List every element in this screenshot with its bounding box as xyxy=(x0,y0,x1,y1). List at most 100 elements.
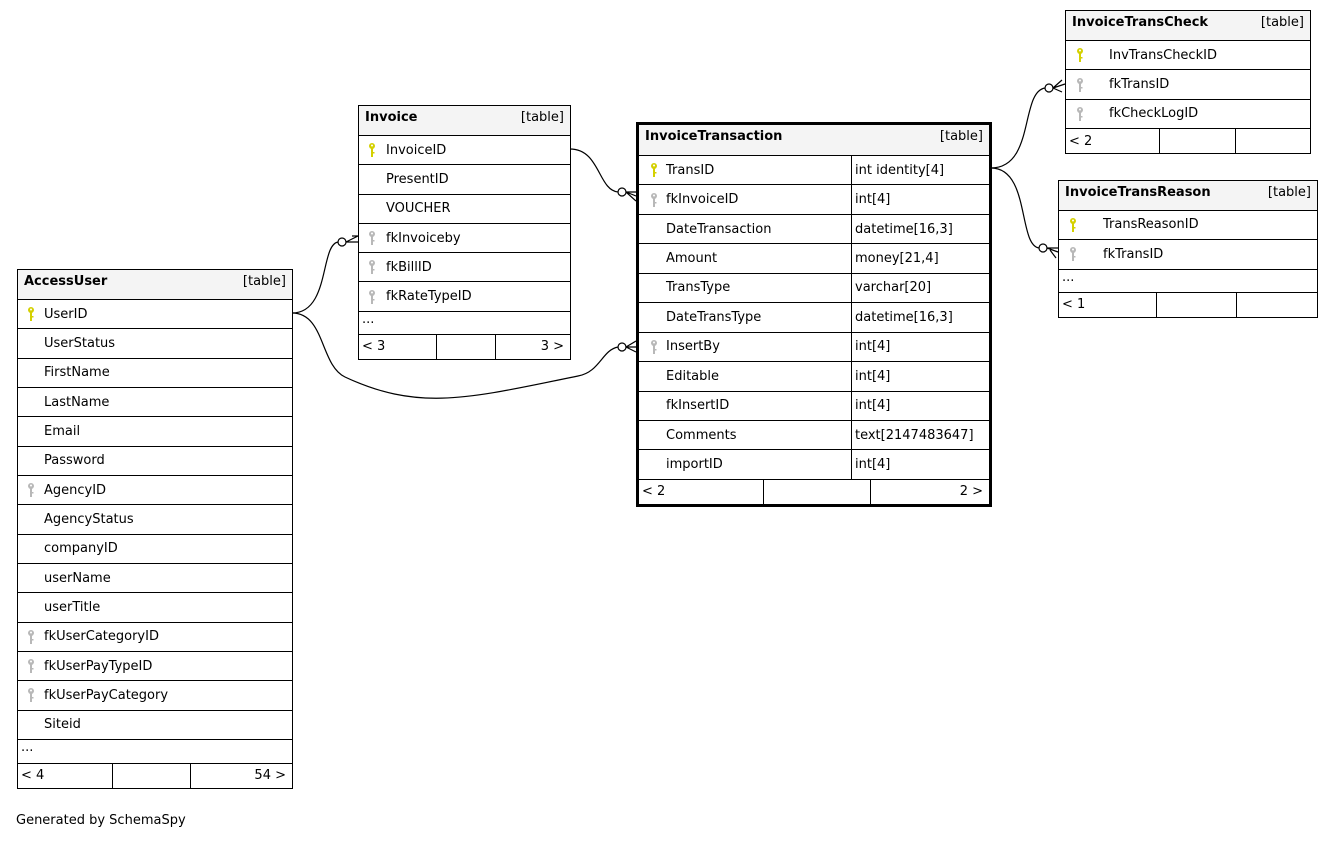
table-name[interactable]: InvoiceTransReason xyxy=(1065,185,1211,200)
column-name[interactable]: DateTransType xyxy=(666,309,762,325)
column-name[interactable]: companyID xyxy=(44,541,118,557)
parents-count[interactable]: < 3 xyxy=(362,339,386,355)
column-row[interactable]: fkCheckLogID xyxy=(1066,100,1310,130)
table-header[interactable]: Invoice [table] xyxy=(359,106,570,136)
column-row[interactable]: fkUserPayCategory xyxy=(18,681,292,711)
column-name[interactable]: VOUCHER xyxy=(386,201,451,217)
column-row[interactable]: fkRateTypeID xyxy=(359,282,570,312)
table-header[interactable]: InvoiceTransReason [table] xyxy=(1059,181,1317,211)
column-name[interactable]: TransReasonID xyxy=(1103,217,1199,233)
table-name[interactable]: AccessUser xyxy=(24,274,108,289)
column-name[interactable]: LastName xyxy=(44,394,110,410)
column-row[interactable]: InvTransCheckID xyxy=(1066,41,1310,71)
column-name[interactable]: userTitle xyxy=(44,599,101,615)
table-header[interactable]: InvoiceTransaction [table] xyxy=(639,125,989,156)
column-row[interactable]: Password xyxy=(18,447,292,476)
column-name[interactable]: fkInsertID xyxy=(666,398,730,414)
column-name[interactable]: Password xyxy=(44,453,105,469)
column-row[interactable]: InvoiceID xyxy=(359,136,570,166)
column-row[interactable]: AgencyStatus xyxy=(18,505,292,535)
column-name[interactable]: TransID xyxy=(666,162,715,178)
column-name[interactable]: fkUserPayTypeID xyxy=(44,658,153,674)
table-header[interactable]: AccessUser [table] xyxy=(18,270,292,300)
table-name[interactable]: InvoiceTransaction xyxy=(645,129,783,144)
column-name[interactable]: DateTransaction xyxy=(666,221,772,237)
column-name[interactable]: Siteid xyxy=(44,717,81,733)
column-row[interactable]: UserID xyxy=(18,300,292,330)
column-row[interactable]: userName xyxy=(18,564,292,594)
column-row[interactable]: Email xyxy=(18,417,292,447)
column-row[interactable]: PresentID xyxy=(359,165,570,195)
table-invoicetranscheck[interactable]: InvoiceTransCheck [table] InvTransCheckI… xyxy=(1065,10,1311,155)
column-name[interactable]: UserID xyxy=(44,306,88,322)
children-count[interactable]: 2 > xyxy=(959,484,983,500)
column-row[interactable]: fkUserPayTypeID xyxy=(18,652,292,682)
column-name[interactable]: TransType xyxy=(666,280,731,296)
column-name[interactable]: fkBillID xyxy=(386,259,432,275)
column-row[interactable]: fkBillID xyxy=(359,253,570,283)
children-count[interactable]: 54 > xyxy=(254,768,286,784)
parents-count[interactable]: < 1 xyxy=(1062,297,1086,312)
table-name[interactable]: InvoiceTransCheck xyxy=(1072,15,1209,30)
column-row[interactable]: fkUserCategoryID xyxy=(18,623,292,652)
more-columns[interactable]: ... xyxy=(1059,270,1317,293)
column-name[interactable]: InvoiceID xyxy=(386,142,447,158)
column-row[interactable]: AgencyID xyxy=(18,476,292,506)
table-accessuser[interactable]: AccessUser [table] UserID UserStatus Fir… xyxy=(17,269,293,789)
column-row[interactable]: fkTransID xyxy=(1066,70,1310,100)
column-name[interactable]: fkUserCategoryID xyxy=(44,629,159,645)
column-name[interactable]: FirstName xyxy=(44,365,110,381)
children-count[interactable]: 3 > xyxy=(540,339,564,355)
column-name[interactable]: fkTransID xyxy=(1109,77,1170,93)
column-name[interactable]: Amount xyxy=(666,251,718,267)
column-name[interactable]: fkTransID xyxy=(1103,246,1164,262)
parents-count[interactable]: < 2 xyxy=(642,484,666,500)
column-name[interactable]: Comments xyxy=(666,427,737,443)
more-columns[interactable]: ... xyxy=(359,312,570,335)
column-name[interactable]: fkCheckLogID xyxy=(1109,106,1199,122)
column-row[interactable]: userTitle xyxy=(18,593,292,623)
column-row[interactable]: LastName xyxy=(18,388,292,418)
column-name[interactable]: InsertBy xyxy=(666,339,720,355)
column-name[interactable]: InvTransCheckID xyxy=(1109,47,1217,63)
column-name[interactable]: fkUserPayCategory xyxy=(44,687,169,703)
column-name[interactable]: importID xyxy=(666,457,723,473)
column-row[interactable]: VOUCHER xyxy=(359,195,570,224)
table-header[interactable]: InvoiceTransCheck [table] xyxy=(1066,11,1310,41)
column-row[interactable]: fkInvoiceby xyxy=(359,224,570,254)
table-invoicetransreason[interactable]: InvoiceTransReason [table] TransReasonID… xyxy=(1058,180,1318,318)
column-row[interactable]: FirstName xyxy=(18,359,292,388)
column-row[interactable]: companyID xyxy=(18,535,292,564)
column-name[interactable]: fkInvoiceby xyxy=(386,230,461,246)
column-name[interactable]: Email xyxy=(44,423,81,439)
column-name[interactable]: userName xyxy=(44,570,111,586)
column-row[interactable]: fkTransID xyxy=(1059,240,1317,270)
column-name[interactable]: AgencyStatus xyxy=(44,511,134,527)
column-name[interactable]: AgencyID xyxy=(44,482,107,498)
column-name[interactable]: fkInvoiceID xyxy=(666,192,739,208)
column-name[interactable]: Editable xyxy=(666,368,720,384)
parents-count[interactable]: < 4 xyxy=(21,768,45,784)
more-columns[interactable]: ... xyxy=(18,740,292,764)
column-row[interactable]: UserStatus xyxy=(18,329,292,359)
column-name[interactable]: UserStatus xyxy=(44,335,116,351)
table-name[interactable]: Invoice xyxy=(365,110,418,125)
parents-count[interactable]: < 2 xyxy=(1069,133,1093,149)
column-row[interactable]: Siteid xyxy=(18,711,292,740)
column-name[interactable]: PresentID xyxy=(386,171,449,187)
column-row[interactable]: TransReasonID xyxy=(1059,211,1317,240)
table-invoice[interactable]: Invoice [table] InvoiceID PresentID VOUC… xyxy=(358,105,571,360)
column-name[interactable]: fkRateTypeID xyxy=(386,289,472,305)
